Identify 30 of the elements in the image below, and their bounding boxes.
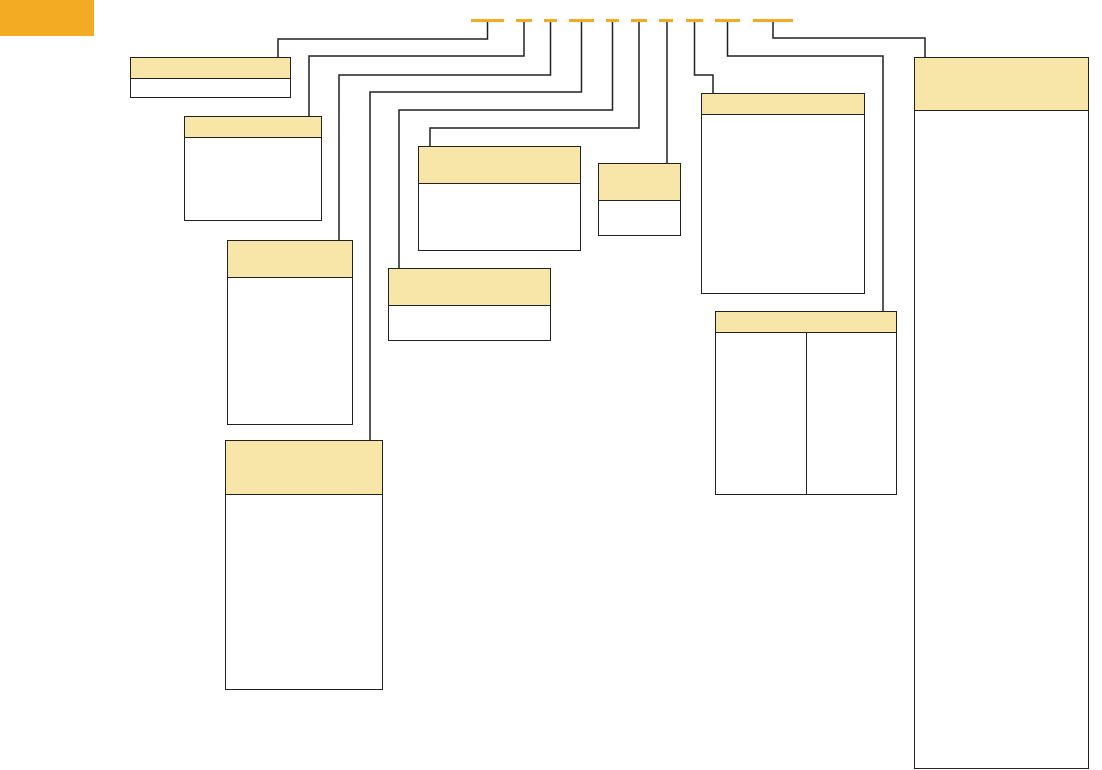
table-box: [130, 57, 291, 98]
underline-bar: [471, 19, 504, 22]
table-box: [225, 440, 383, 690]
connector-line: [666, 21, 668, 164]
underline-bar: [686, 19, 703, 22]
connector-line: [429, 21, 640, 147]
table-box: [598, 163, 681, 236]
connector-line: [338, 21, 552, 241]
underline-bar: [715, 19, 740, 22]
underline-bar: [516, 19, 532, 22]
connector-line: [277, 21, 489, 58]
underline-bar: [631, 19, 647, 22]
table-box: [418, 146, 581, 251]
table-box: [227, 240, 353, 425]
table-box: [184, 116, 322, 221]
table-box: [388, 268, 551, 341]
underline-bar: [569, 19, 594, 22]
table-box: [701, 93, 865, 294]
underline-bar: [544, 19, 557, 22]
connector-line: [693, 21, 714, 94]
table-box: [715, 311, 897, 495]
connector-line: [398, 21, 614, 269]
connector-line: [726, 21, 884, 312]
underline-bar: [606, 19, 619, 22]
connector-line: [772, 21, 926, 58]
connector-line: [369, 21, 583, 441]
underline-bar: [659, 19, 673, 22]
connector-line: [308, 21, 525, 117]
table-box: [914, 57, 1089, 769]
underline-bar: [753, 19, 793, 22]
